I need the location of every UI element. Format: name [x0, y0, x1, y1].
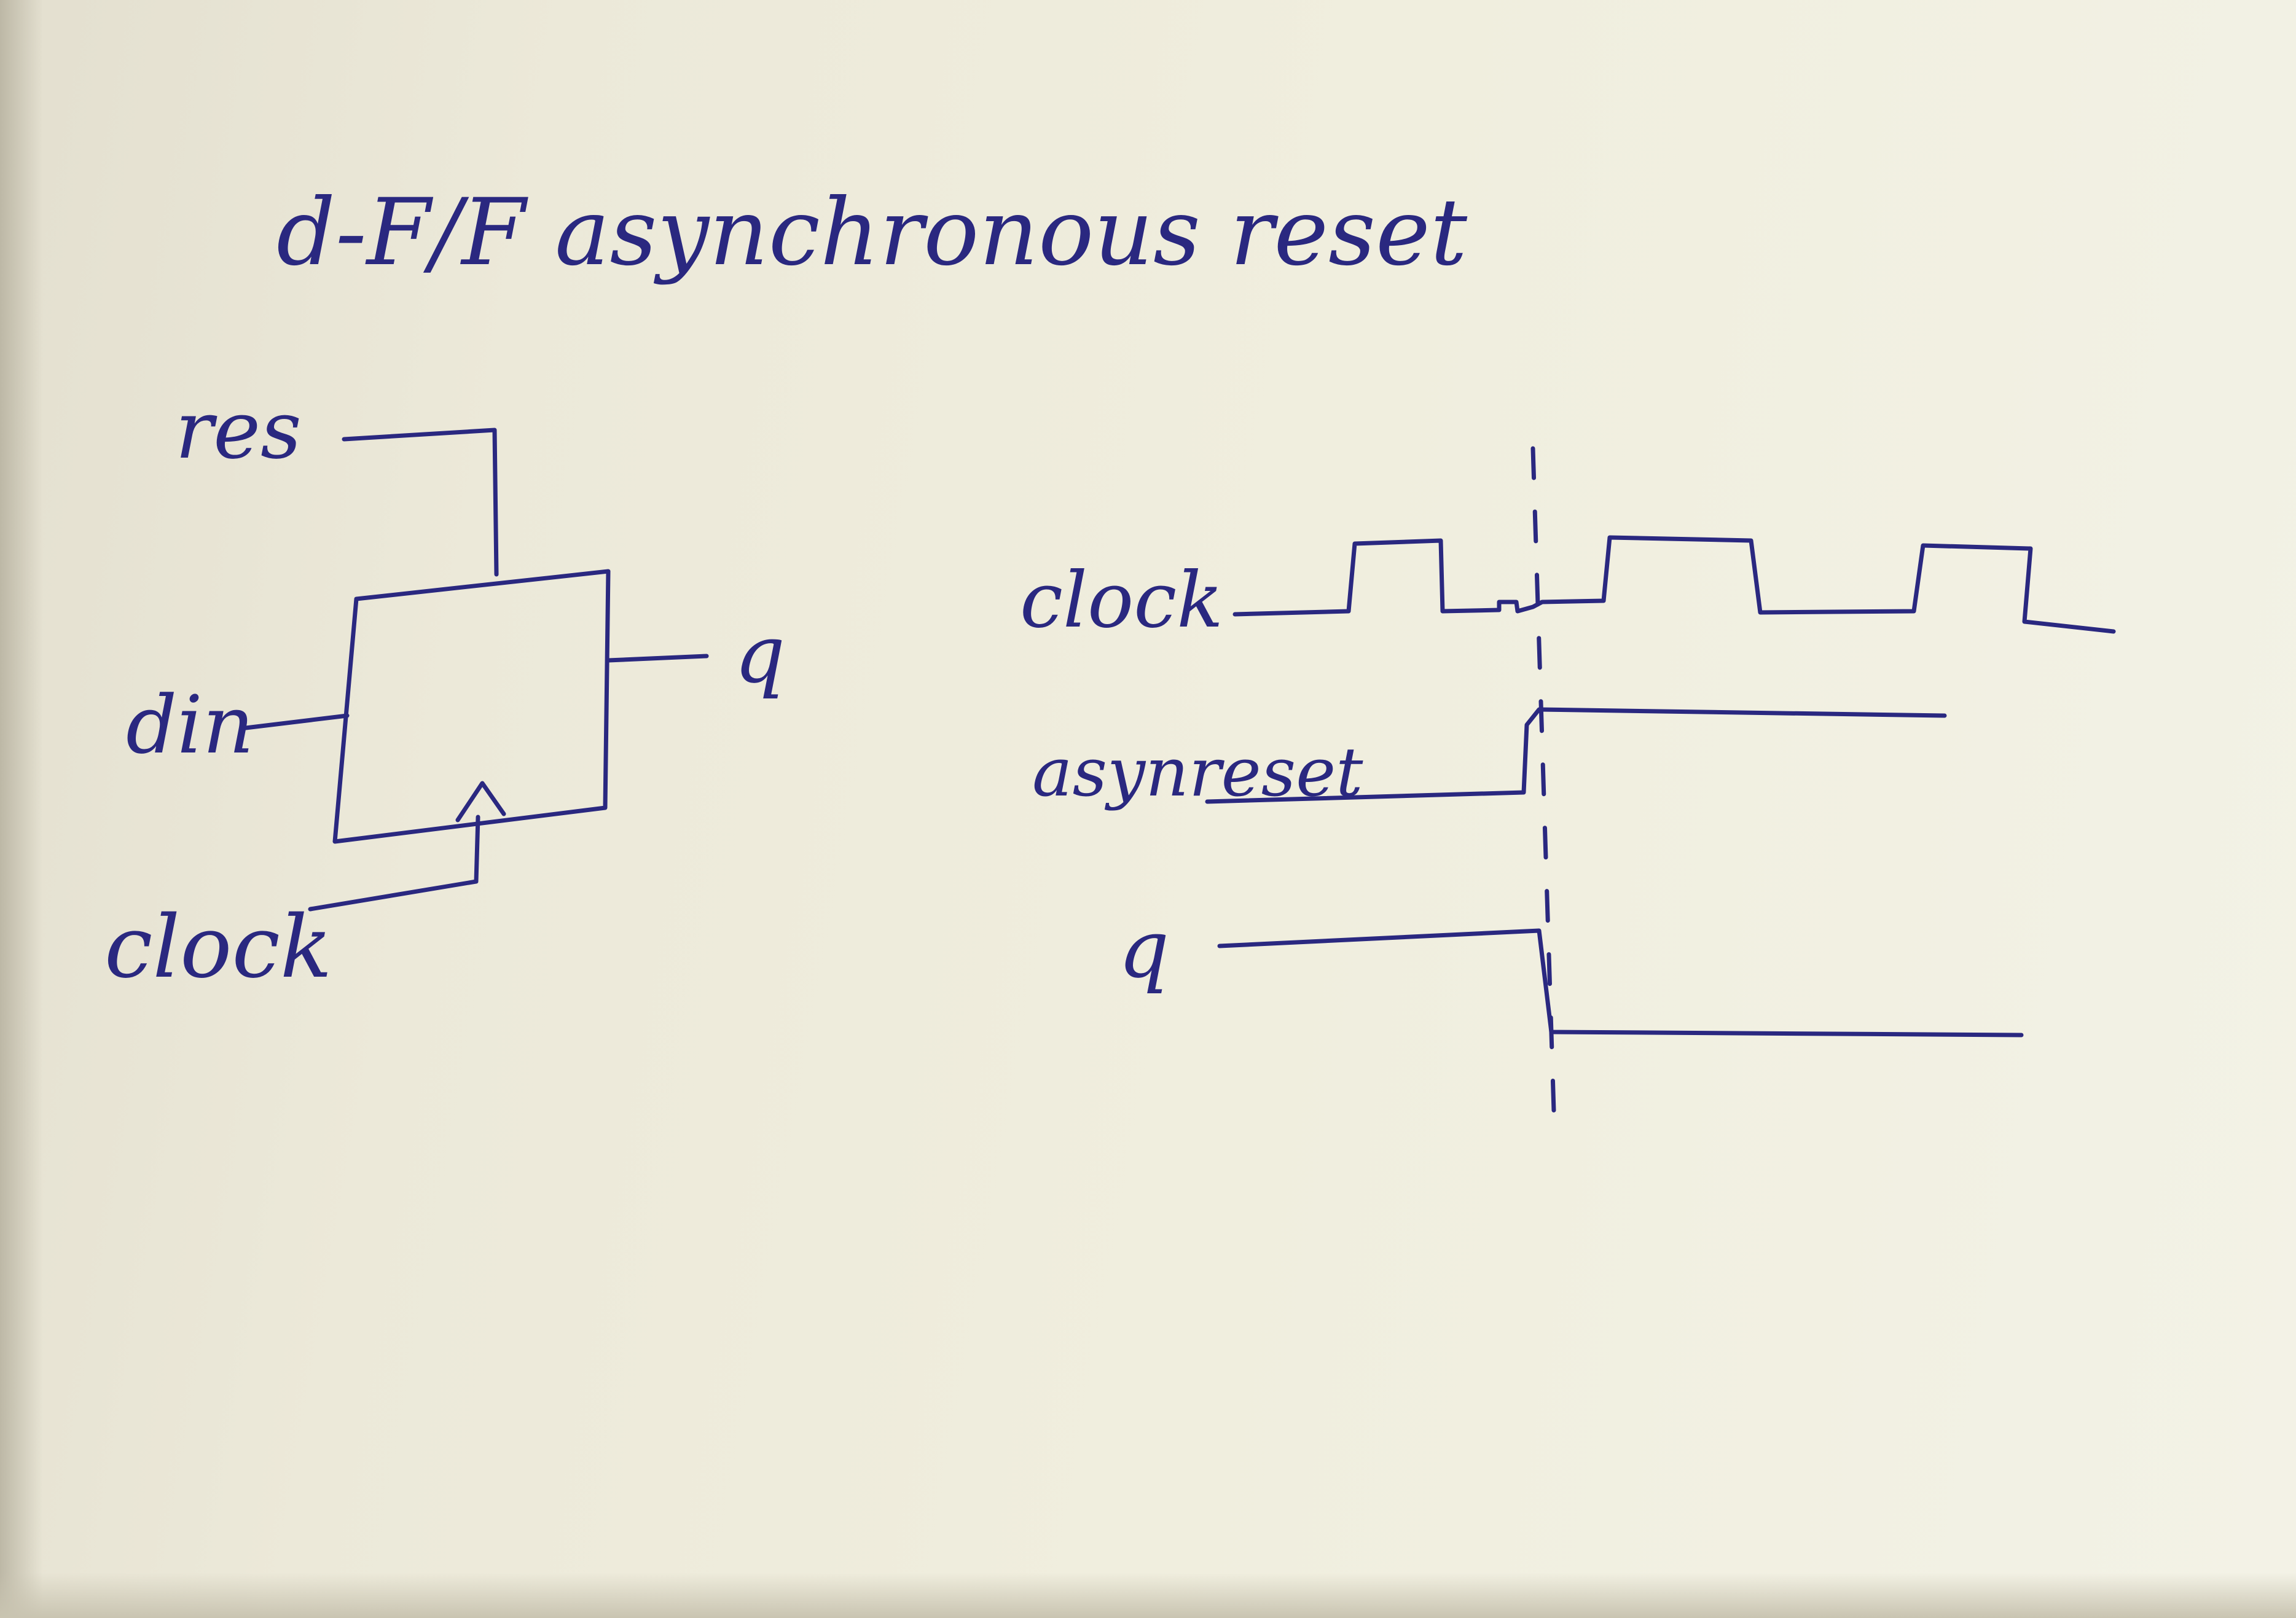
clock-waveform	[1232, 535, 2116, 634]
res-label: res	[175, 383, 302, 477]
q-signal-label: q	[1118, 902, 1169, 996]
clock-signal-label: clock	[1020, 556, 1223, 645]
clock-wire	[308, 815, 480, 912]
page-bottom-shadow	[0, 1573, 2296, 1618]
clock-edge-triangle	[455, 781, 506, 823]
res-wire	[342, 428, 499, 577]
q-output-label: q	[734, 608, 785, 701]
q-wire	[606, 654, 709, 663]
flip-flop-block: res din clock q	[104, 383, 785, 998]
q-waveform	[1217, 928, 2024, 1038]
flip-flop-box	[332, 569, 611, 844]
asynreset-signal-label: asynreset	[1032, 733, 1363, 811]
asynreset-waveform	[1205, 707, 1947, 804]
page-edge-shadow	[0, 0, 43, 1618]
clock-input-label: clock	[104, 897, 332, 998]
timing-diagram: clock asynreset q	[1020, 446, 2116, 1133]
din-wire	[243, 713, 350, 730]
din-label: din	[126, 678, 254, 772]
diagram-title: d-F/F asynchronous reset	[276, 179, 1468, 286]
